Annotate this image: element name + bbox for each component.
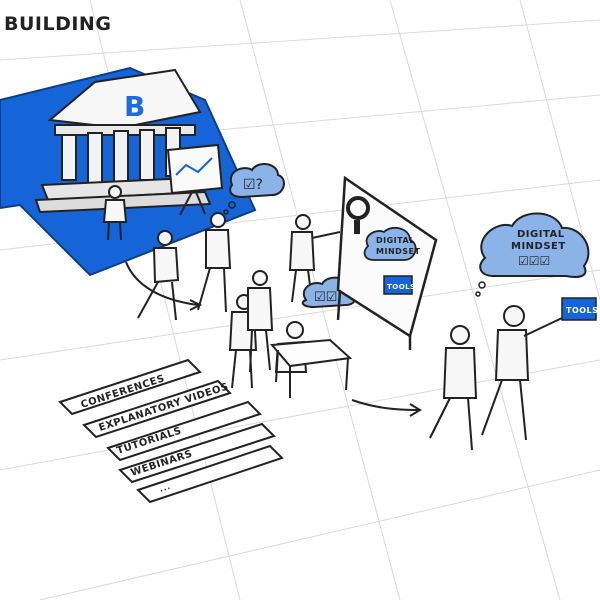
person-right-back <box>429 325 478 451</box>
person-right-front <box>481 305 563 441</box>
arrow-2 <box>351 399 419 411</box>
format-item-3-box <box>106 400 262 462</box>
thought-cloud-group-text: ☑☑ <box>314 290 337 305</box>
big-cloud-line2: MINDSET <box>511 241 566 252</box>
thought-cloud-small <box>223 163 285 215</box>
format-item-5-box <box>136 444 284 504</box>
format-item-1-box <box>58 358 202 416</box>
logo-icon <box>346 196 370 234</box>
board-cloud-line2: MINDSET <box>376 247 421 256</box>
format-list <box>58 358 284 504</box>
held-tools-card <box>561 297 597 321</box>
format-item-2-box <box>82 379 232 439</box>
building-letter: B <box>124 90 146 123</box>
person-walking-mid <box>197 212 232 313</box>
held-tools-label: TOOLS <box>566 306 598 315</box>
flipchart-icon <box>166 143 224 216</box>
board-tools-card <box>383 275 413 295</box>
thought-cloud-big <box>475 212 590 297</box>
format-item-5: ... <box>157 478 172 495</box>
board-tools-label: TOOLS <box>387 283 416 291</box>
arrow-1 <box>125 261 199 306</box>
page-title: BUILDING <box>4 13 111 35</box>
big-cloud-checks: ☑☑☑ <box>518 254 550 268</box>
person-walking-left <box>137 230 180 321</box>
person-presenter <box>102 185 128 241</box>
format-item-4-box <box>118 422 276 484</box>
table <box>269 338 353 398</box>
board-cloud-line1: DIGITAL <box>376 236 415 245</box>
board-cloud <box>363 226 417 261</box>
big-cloud-line1: DIGITAL <box>517 229 565 240</box>
thought-cloud-small-text: ☑? <box>243 177 263 193</box>
